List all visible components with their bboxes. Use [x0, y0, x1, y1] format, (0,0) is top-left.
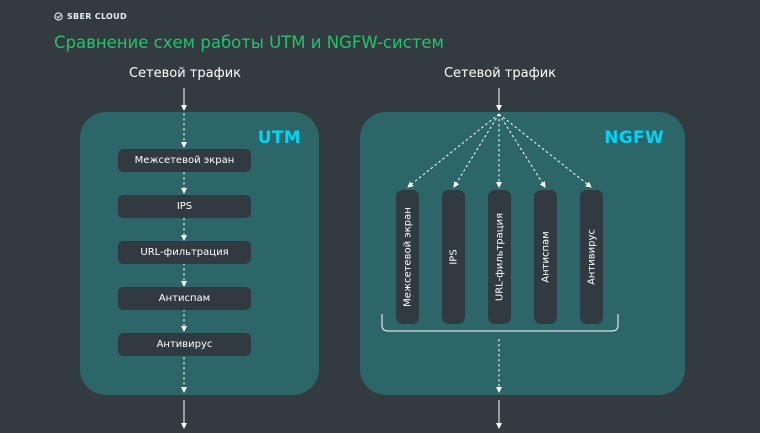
ngfw-module-firewall: Межсетевой экран: [396, 190, 419, 324]
ngfw-panel-title: NGFW: [604, 128, 664, 148]
ngfw-input-label: Сетевой трафик: [443, 66, 557, 81]
brand-logo: SBER CLOUD: [54, 12, 127, 21]
page-title: Сравнение схем работы UTM и NGFW-систем: [54, 33, 444, 52]
ngfw-module-label: Антиспам: [540, 231, 551, 283]
utm-step-firewall: Межсетевой экран: [118, 149, 251, 172]
utm-input-label: Сетевой трафик: [128, 66, 242, 81]
ngfw-module-ips: IPS: [442, 190, 465, 324]
ngfw-module-url-filtering: URL-фильтрация: [488, 190, 511, 324]
ngfw-module-antivirus: Антивирус: [580, 190, 603, 324]
ngfw-module-label: IPS: [448, 249, 459, 265]
brand-name: SBER CLOUD: [67, 12, 127, 21]
ngfw-module-label: URL-фильтрация: [494, 212, 505, 302]
ngfw-module-antispam: Антиспам: [534, 190, 557, 324]
utm-panel-title: UTM: [257, 128, 301, 148]
ngfw-module-label: Межсетевой экран: [402, 207, 413, 307]
sber-logo-icon: [54, 12, 63, 21]
utm-step-antispam: Антиспам: [118, 287, 251, 310]
ngfw-module-label: Антивирус: [586, 229, 597, 285]
utm-step-antivirus: Антивирус: [118, 333, 251, 356]
utm-step-ips: IPS: [118, 195, 251, 218]
utm-step-url-filtering: URL-фильтрация: [118, 241, 251, 264]
